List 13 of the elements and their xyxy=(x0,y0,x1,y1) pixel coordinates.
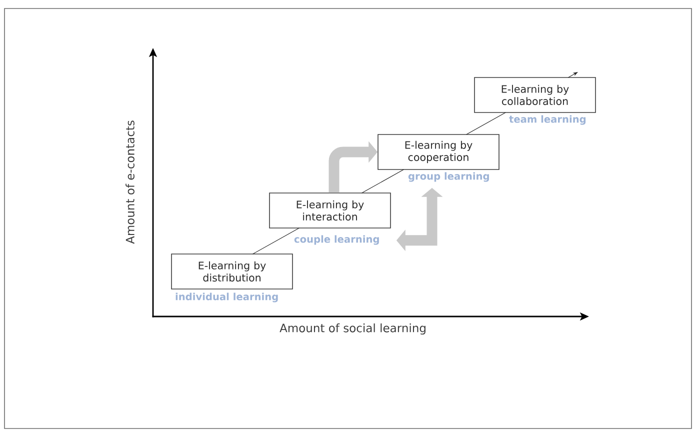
stage-box: E-learning by cooperation xyxy=(378,134,500,170)
level-label: group learning xyxy=(408,172,489,182)
level-label: individual learning xyxy=(176,292,278,302)
stage-box: E-learning by distribution xyxy=(171,254,293,290)
axis-label: Amount of e-contacts xyxy=(126,120,134,244)
connector-line xyxy=(252,228,300,254)
axis-label: Amount of social learning xyxy=(280,323,426,335)
level-label: team learning xyxy=(509,115,586,125)
stage-box: E-learning by interaction xyxy=(269,192,391,228)
level-label: couple learning xyxy=(294,235,379,245)
connector-line xyxy=(466,112,506,135)
connector-line xyxy=(361,169,404,194)
stage-box: E-learning by collaboration xyxy=(474,77,596,113)
